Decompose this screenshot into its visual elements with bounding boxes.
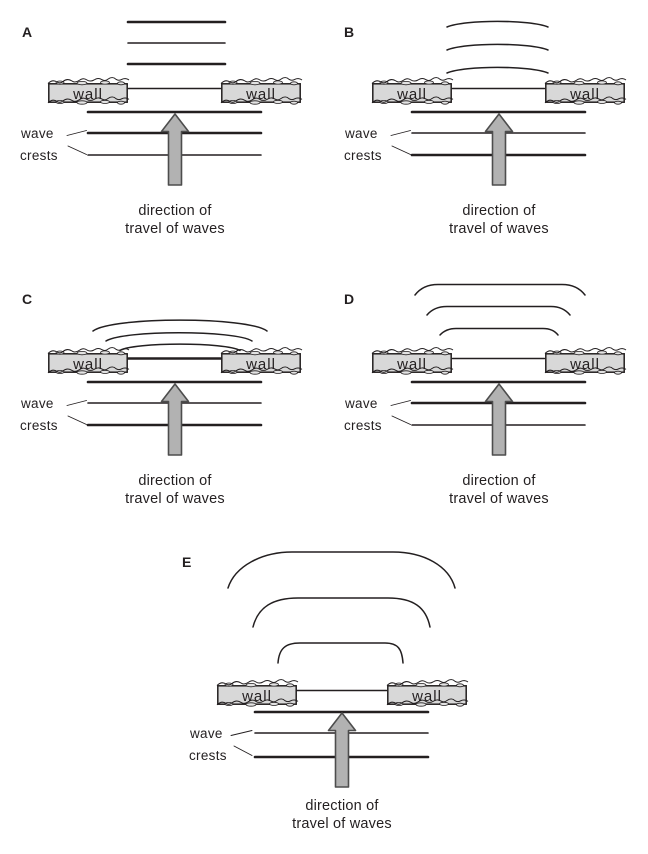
wave-crests-label-line2: crests [20,418,58,433]
direction-arrow-icon [160,383,190,456]
wavefront-arc [252,597,431,628]
direction-caption-line1: direction of [305,798,379,814]
direction-caption: direction of travel of waves [125,473,225,507]
wall-left: wall [372,78,453,105]
direction-caption: direction of travel of waves [449,473,549,507]
wavefront-arc [426,305,571,316]
wavefront-arc [92,319,268,332]
wave-crests-label-line2: crests [20,148,58,163]
wavefront-arc [277,642,404,664]
wall-label: wall [241,688,272,705]
wall-label: wall [396,356,427,373]
direction-caption-line2: travel of waves [449,221,549,237]
direction-caption-line2: travel of waves [125,491,225,507]
direction-caption-line1: direction of [462,203,536,219]
wave-crests-label-line2: crests [344,148,382,163]
direction-caption-line2: travel of waves [125,221,225,237]
wave-crests-label: wave crests [20,126,87,163]
wave-crests-label: wave crests [189,726,253,763]
panel-c-drawing: C wall wall wave crests [20,291,324,507]
wall-left: wall [217,680,298,707]
wavefronts-beyond-gap [446,20,549,74]
label-pointer-line [391,145,411,155]
label-pointer-line [66,130,87,136]
wavefronts-beyond-gap [92,319,268,352]
panel-letter: E [182,554,192,570]
wall-left: wall [48,78,129,105]
wall-right: wall [221,348,302,375]
wave-crests-label-line2: crests [189,748,227,763]
panel-d-drawing: D wall wall wave crests [344,283,648,507]
wavefronts-beyond-gap [227,551,456,664]
wall-label: wall [72,86,103,103]
panel-a-drawing: A wall wall wave crests [20,20,324,237]
wavefront-arc [439,327,559,336]
panel-c: C wall wall wave crests [0,270,324,520]
wall-left: wall [372,348,453,375]
wavefronts-beyond-gap [126,20,227,66]
wave-crests-label-line1: wave [344,126,378,141]
label-pointer-line [390,400,411,406]
wave-crests-label: wave crests [344,396,411,433]
wall-right: wall [545,348,626,375]
wave-crests-label-line1: wave [20,126,54,141]
panel-b-drawing: B wall wall wave crests [344,20,648,237]
wall-label: wall [245,86,276,103]
wall-label: wall [569,86,600,103]
direction-arrow-icon [484,113,514,186]
wall-right: wall [545,78,626,105]
wall-right: wall [221,78,302,105]
wall-label: wall [569,356,600,373]
panel-a: A wall wall wave crests [0,0,324,250]
direction-caption-line2: travel of waves [292,816,392,832]
panel-letter: A [22,24,33,40]
direction-caption: direction of travel of waves [292,798,392,832]
panel-b: B wall wall wave crests [324,0,648,250]
direction-arrow-icon [327,712,357,788]
wall-label: wall [396,86,427,103]
wave-crests-label: wave crests [20,396,87,433]
direction-caption-line2: travel of waves [449,491,549,507]
wall-label: wall [411,688,442,705]
panel-e-drawing: E wall wall wave crests [182,551,510,832]
wall-right: wall [387,680,468,707]
wavefront-arc [105,332,253,342]
panel-letter: D [344,291,355,307]
wavefronts-beyond-gap [414,283,586,336]
label-pointer-line [390,130,411,136]
direction-caption: direction of travel of waves [125,203,225,237]
label-pointer-line [233,745,253,756]
panel-letter: B [344,24,355,40]
label-pointer-line [230,730,253,736]
label-pointer-line [66,400,87,406]
direction-caption: direction of travel of waves [449,203,549,237]
wavefront-arc [446,20,549,28]
direction-caption-line1: direction of [138,473,212,489]
panel-e: E wall wall wave crests [150,540,510,840]
wall-left: wall [48,348,129,375]
direction-arrow-icon [160,113,190,186]
label-pointer-line [67,145,87,155]
wave-crests-label-line2: crests [344,418,382,433]
wave-crests-label-line1: wave [344,396,378,411]
direction-caption-line1: direction of [462,473,536,489]
label-pointer-line [391,415,411,425]
direction-caption-line1: direction of [138,203,212,219]
wave-crests-label: wave crests [344,126,411,163]
wavefront-arc [414,283,586,296]
wavefront-arc [446,43,549,51]
wall-label: wall [245,356,276,373]
wavefront-arc [446,66,549,74]
panel-d: D wall wall wave crests [324,270,648,520]
panel-letter: C [22,291,33,307]
wave-crests-label-line1: wave [189,726,223,741]
direction-arrow-icon [484,383,514,456]
wall-label: wall [72,356,103,373]
wavefront-arc [119,343,241,352]
wave-crests-label-line1: wave [20,396,54,411]
label-pointer-line [67,415,87,425]
wavefront-arc [227,551,456,589]
